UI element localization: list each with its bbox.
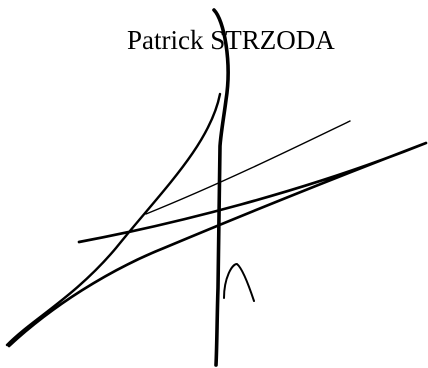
signature-stroke-vertical-loop (212, 8, 230, 367)
signature-stroke-left-hook (5, 92, 222, 347)
signature-stroke-lower-curl (223, 263, 255, 302)
signature-stroke-upper-cross (145, 120, 351, 215)
signer-name: Patrick STRZODA (127, 25, 335, 55)
signature-stroke-main-crossbar (7, 141, 428, 348)
